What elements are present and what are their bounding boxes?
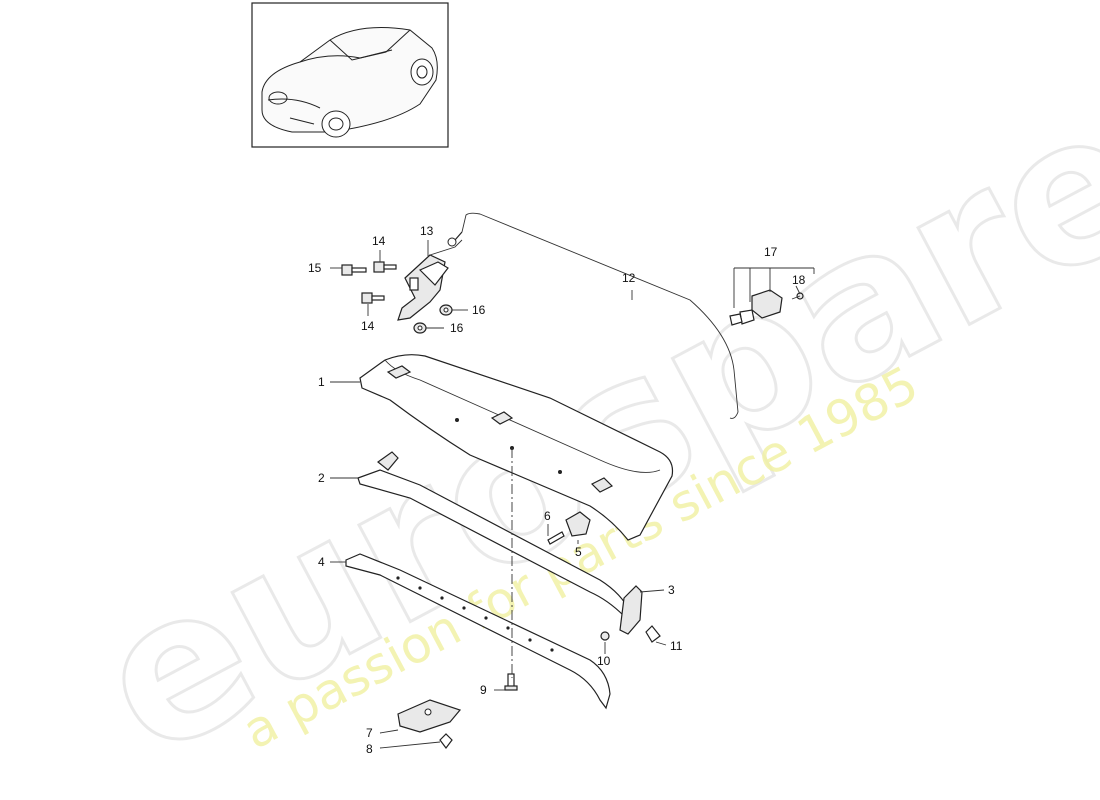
callout-14-upper: 14 xyxy=(372,234,386,248)
part-5-clip xyxy=(565,511,591,537)
callout-4: 4 xyxy=(318,555,325,569)
callout-8: 8 xyxy=(366,742,373,756)
car-icon xyxy=(261,27,438,138)
screw-9 xyxy=(504,673,518,691)
callout-1: 1 xyxy=(318,375,325,389)
washer-16-upper xyxy=(439,304,453,316)
callout-11: 11 xyxy=(670,639,683,653)
leader-lines xyxy=(330,240,815,749)
part-12-cable xyxy=(447,212,739,419)
watermark: eurospares a passion for parts since 198… xyxy=(62,1,1100,800)
callout-18: 18 xyxy=(792,273,806,287)
part-13-latch xyxy=(397,239,463,321)
bolt-14-upper xyxy=(373,261,397,273)
callouts: 1 2 3 4 5 6 7 8 9 10 11 12 13 14 14 15 1… xyxy=(308,224,806,756)
screw-6 xyxy=(547,531,565,545)
callout-16-lower: 16 xyxy=(450,321,464,335)
callout-12: 12 xyxy=(622,271,636,285)
part-3-bracket xyxy=(619,585,643,635)
bolt-15 xyxy=(341,264,367,276)
washer-16-lower xyxy=(413,322,427,334)
callout-13: 13 xyxy=(420,224,434,238)
callout-14-lower: 14 xyxy=(361,319,375,333)
callout-10: 10 xyxy=(597,654,611,668)
screw-8 xyxy=(439,733,453,749)
screw-10 xyxy=(600,631,610,641)
callout-16-upper: 16 xyxy=(472,303,486,317)
part-7-bracket xyxy=(397,699,462,733)
callout-5: 5 xyxy=(575,545,582,559)
screw-11 xyxy=(645,625,661,643)
callout-2: 2 xyxy=(318,471,325,485)
callout-9: 9 xyxy=(480,683,487,697)
car-thumbnail xyxy=(251,2,449,148)
callout-17: 17 xyxy=(764,245,778,259)
part-1-panel xyxy=(359,354,674,541)
part-4-rail xyxy=(345,553,611,710)
callout-15: 15 xyxy=(308,261,322,275)
bolt-14-lower xyxy=(361,292,385,304)
callout-6: 6 xyxy=(544,509,551,523)
watermark-brand: eurospares xyxy=(63,3,1100,800)
callout-7: 7 xyxy=(366,726,373,740)
callout-3: 3 xyxy=(668,583,675,597)
